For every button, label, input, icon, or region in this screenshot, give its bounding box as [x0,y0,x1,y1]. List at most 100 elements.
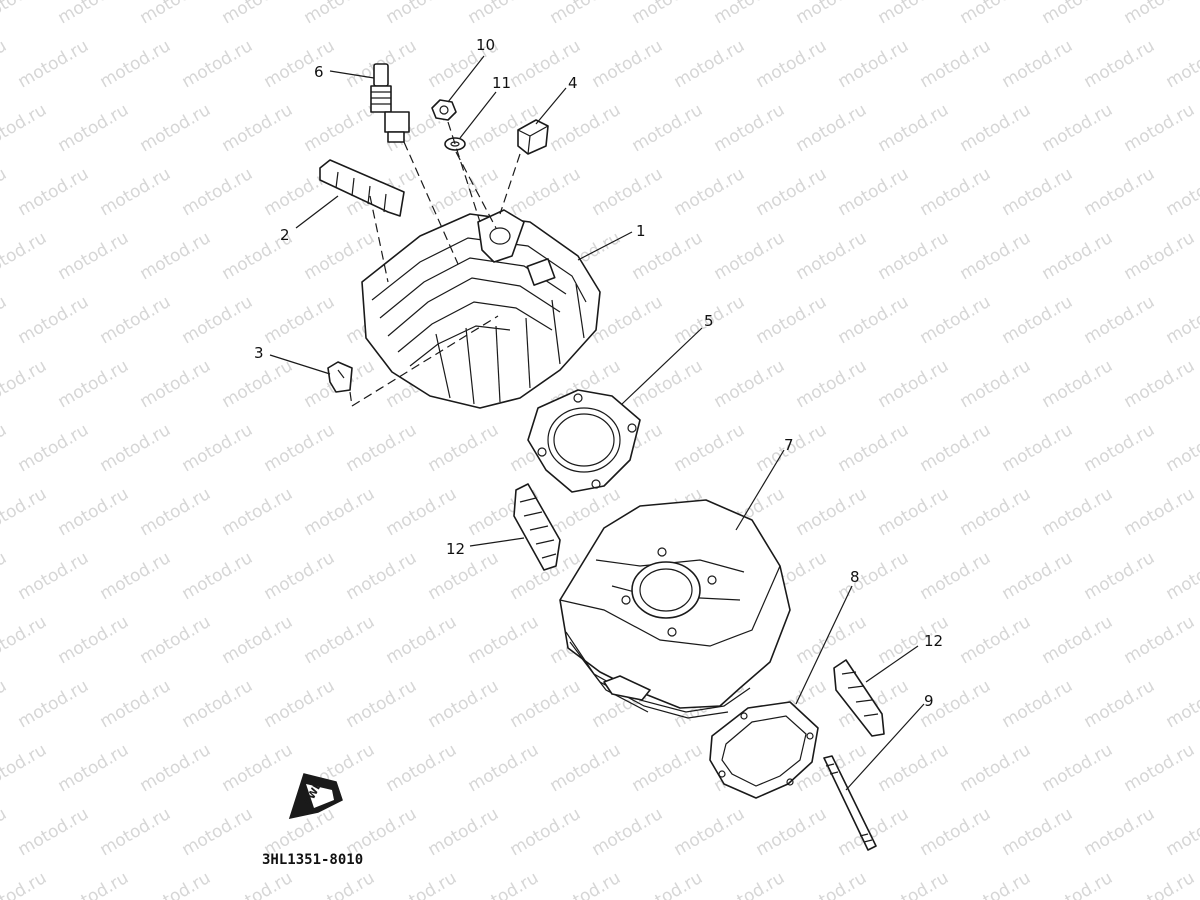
watermark-text: motod.ru [261,36,339,92]
watermark-text: motod.ru [1039,228,1117,284]
watermark-text: motod.ru [671,420,749,476]
watermark-text: motod.ru [0,0,50,28]
watermark-text: motod.ru [1081,292,1159,348]
watermark-text: motod.ru [261,548,339,604]
callout-3: 3 [254,344,264,362]
watermark-text: motod.ru [1121,0,1199,28]
watermark-text: motod.ru [301,228,379,284]
watermark-text: motod.ru [957,740,1035,796]
watermark-text: motod.ru [1039,484,1117,540]
watermark-text: motod.ru [1121,868,1199,900]
watermark-text: motod.ru [179,36,257,92]
watermark-text: motod.ru [301,612,379,668]
watermark-text: motod.ru [465,612,543,668]
watermark-text: motod.ru [15,36,93,92]
damper-strip-12-lower [833,659,885,737]
watermark-text: motod.ru [999,676,1077,732]
assembly-lines [349,121,521,407]
watermark-text: motod.ru [1039,100,1117,156]
watermark-text: motod.ru [547,740,625,796]
watermark-text: motod.ru [793,100,871,156]
callout-labels: 6 10 11 4 2 1 3 5 7 12 8 12 9 [254,36,943,710]
watermark-text: motod.ru [1081,804,1159,860]
callout-5: 5 [704,312,714,330]
watermark-text: motod.ru [1081,420,1159,476]
stud-bolt [823,755,877,851]
watermark-text: motod.ru [793,868,871,900]
watermark-text: motod.ru [793,612,871,668]
watermark-text: motod.ru [629,740,707,796]
watermark-text: motod.ru [425,804,503,860]
watermark-text: motod.ru [1163,36,1200,92]
fwd-arrow-icon: FWD [288,773,343,820]
watermark-text: motod.ru [0,420,10,476]
watermark-text: motod.ru [1163,292,1200,348]
watermark-text: motod.ru [425,164,503,220]
watermark-text: motod.ru [753,36,831,92]
watermark-text: motod.ru [1081,36,1159,92]
callout-10: 10 [476,36,495,54]
watermark-text: motod.ru [875,228,953,284]
diagram-code: 3HL1351-8010 [262,852,363,868]
watermark-text: motod.ru [589,164,667,220]
base-gasket [709,701,819,799]
watermark-text: motod.ru [793,0,871,28]
watermark-text: motod.ru [261,420,339,476]
watermark-text: motod.ru [343,676,421,732]
watermark-text: motod.ru [0,36,10,92]
watermark-text: motod.ru [15,292,93,348]
watermark-text: motod.ru [835,36,913,92]
watermark-text: motod.ru [0,740,50,796]
watermark-text: motod.ru [0,356,50,412]
watermark-text: motod.ru [793,484,871,540]
watermark-text: motod.ru [1163,164,1200,220]
watermark-text: motod.ru [179,548,257,604]
washer [444,137,466,151]
watermark-text: motod.ru [55,0,133,28]
watermark-text: motod.ru [301,484,379,540]
watermark-text: motod.ru [301,100,379,156]
callout-11: 11 [492,74,511,92]
watermark-text: motod.ru [0,548,10,604]
watermark-text: motod.ru [301,868,379,900]
watermark-text: motod.ru [671,36,749,92]
callout-8: 8 [850,568,860,586]
watermark-text: motod.ru [875,0,953,28]
watermark-text: motod.ru [55,740,133,796]
watermark-text: motod.ru [55,100,133,156]
watermark-text: motod.ru [97,420,175,476]
watermark-text: motod.ru [55,228,133,284]
callout-4: 4 [568,74,578,92]
watermark-text: motod.ru [219,0,297,28]
watermark-text: motod.ru [1163,548,1200,604]
watermark-text: motod.ru [793,228,871,284]
watermark-text: motod.ru [1039,740,1117,796]
watermark-text: motod.ru [957,484,1035,540]
callout-12a: 12 [446,540,465,558]
watermark-text: motod.ru [1163,420,1200,476]
watermark-text: motod.ru [0,100,50,156]
watermark-text: motod.ru [753,292,831,348]
watermark-text: motod.ru [219,484,297,540]
watermark-text: motod.ru [219,100,297,156]
watermark-text: motod.ru [0,228,50,284]
watermark-text: motod.ru [711,0,789,28]
watermark-text: motod.ru [261,676,339,732]
callout-7: 7 [784,436,794,454]
watermark-text: motod.ru [179,420,257,476]
watermark-text: motod.ru [835,804,913,860]
watermark-text: motod.ru [753,804,831,860]
watermark-text: motod.ru [957,356,1035,412]
watermark-text: motod.ru [1121,228,1199,284]
watermark-text: motod.ru [875,356,953,412]
watermark-text: motod.ru [589,804,667,860]
watermark-text: motod.ru [1121,100,1199,156]
watermark-text: motod.ru [835,548,913,604]
watermark-text: motod.ru [137,484,215,540]
watermark-text: motod.ru [55,356,133,412]
watermark-text: motod.ru [1163,676,1200,732]
damper-block-4 [517,119,549,155]
watermark-text: motod.ru [589,292,667,348]
watermark-text: motod.ru [711,868,789,900]
